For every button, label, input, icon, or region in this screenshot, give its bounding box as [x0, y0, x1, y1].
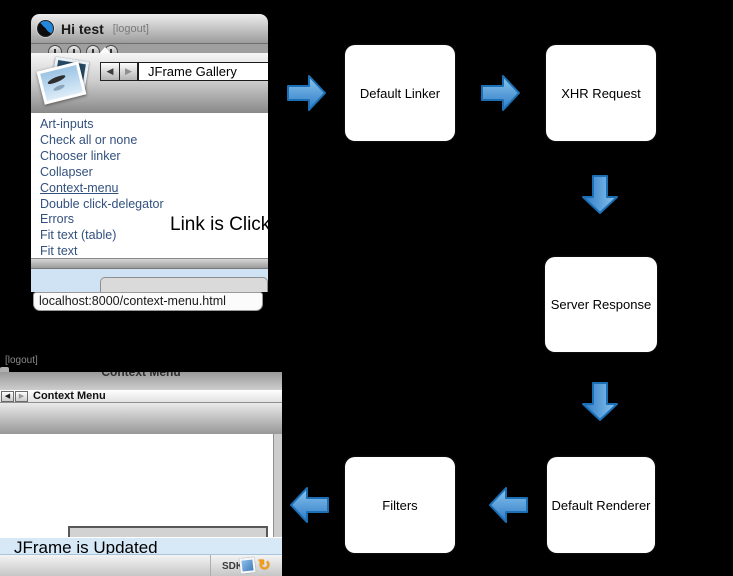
back-button[interactable]: ◀ [101, 63, 119, 80]
toolbar-buttons-row [31, 44, 268, 53]
flow-arrow-right-icon [287, 75, 326, 111]
gallery-link[interactable]: Art-inputs [40, 117, 94, 131]
browser-status-bar: SDK ↻ [0, 554, 282, 576]
gallery-titlebar: Hi test [logout] [31, 14, 268, 44]
node-default-linker: Default Linker [345, 45, 455, 141]
window-title-band: Context Menu [0, 372, 282, 390]
nav-button-group: ◀ ▶ [100, 62, 138, 81]
gallery-dropdown-field[interactable]: JFrame Gallery [138, 62, 268, 81]
sdk-label: SDK [222, 561, 244, 572]
context-window: [logout] Context Menu ◀ ▶ Context Menu I… [0, 345, 282, 576]
gallery-link[interactable]: Context-menu [40, 180, 119, 195]
update-status-bar: JFrame is Updated [0, 537, 282, 557]
photos-stack-icon [36, 55, 98, 111]
gallery-link[interactable]: Check all or none [40, 132, 138, 147]
forward-icon: ▶ [18, 393, 25, 400]
clipped-window-title: Context Menu [101, 372, 181, 379]
window-right-edge [273, 434, 282, 537]
gallery-link[interactable]: Chooser linker [40, 148, 121, 163]
node-xhr-request: XHR Request [546, 45, 656, 141]
node-filters: Filters [345, 457, 455, 553]
gallery-title: Hi test [61, 20, 104, 37]
window-corner-stub [0, 367, 9, 373]
toolbar-circle-icon[interactable] [86, 45, 100, 53]
flow-arrow-down-icon [582, 382, 618, 421]
status-tab [100, 277, 268, 292]
context-nav-bar: ◀ ▶ Context Menu [0, 390, 282, 403]
forward-button[interactable]: ▶ [119, 63, 137, 80]
status-blue-bar [31, 269, 268, 292]
gallery-link[interactable]: Errors [40, 212, 75, 227]
popup-pointer [99, 47, 111, 53]
status-url: localhost:8000/context-menu.html [33, 292, 263, 311]
back-button[interactable]: ◀ [1, 390, 14, 402]
node-server-response: Server Response [545, 257, 657, 352]
sync-icon[interactable]: ↻ [258, 557, 271, 574]
gallery-link[interactable]: Double click-delegator [40, 196, 164, 211]
nav-title: Context Menu [33, 390, 106, 402]
statusbar-divider [210, 555, 211, 576]
sdk-photo-icon[interactable] [239, 557, 256, 574]
gallery-link[interactable]: Fit text (table) [40, 228, 117, 243]
forward-icon: ▶ [125, 66, 132, 76]
gallery-link[interactable]: Collapser [40, 164, 93, 179]
gallery-link[interactable]: Fit text [40, 244, 78, 258]
toolbar-circle-icon[interactable] [67, 45, 81, 53]
gallery-window: Hi test [logout] ◀ ▶ [31, 14, 268, 311]
flow-arrow-right-icon [481, 75, 520, 111]
annotation-jframe-updated: JFrame is Updated [14, 538, 158, 557]
forward-button[interactable]: ▶ [15, 390, 28, 402]
flow-arrow-left-icon [290, 487, 329, 523]
toolbar-gradient-band [0, 403, 282, 434]
toolbar-circle-icon[interactable] [48, 45, 62, 53]
annotation-link-clicked: Link is Click [170, 214, 268, 235]
photo-image [40, 64, 83, 102]
gallery-toolbar: ◀ ▶ JFrame Gallery [31, 53, 268, 113]
photo-blob [52, 83, 66, 92]
node-default-renderer: Default Renderer [547, 457, 655, 553]
flow-arrow-down-icon [582, 175, 618, 214]
logout-link[interactable]: [logout] [112, 22, 149, 35]
flow-arrow-left-icon [489, 487, 528, 523]
context-content-area: I show a menu if you right click anywher… [0, 434, 282, 576]
back-icon: ◀ [106, 66, 114, 76]
photo-front-frame [36, 61, 87, 105]
back-icon: ◀ [4, 393, 11, 400]
scroll-divider-bar[interactable] [31, 258, 268, 269]
app-logo-icon [37, 20, 54, 37]
logout-link[interactable]: [logout] [5, 355, 38, 366]
